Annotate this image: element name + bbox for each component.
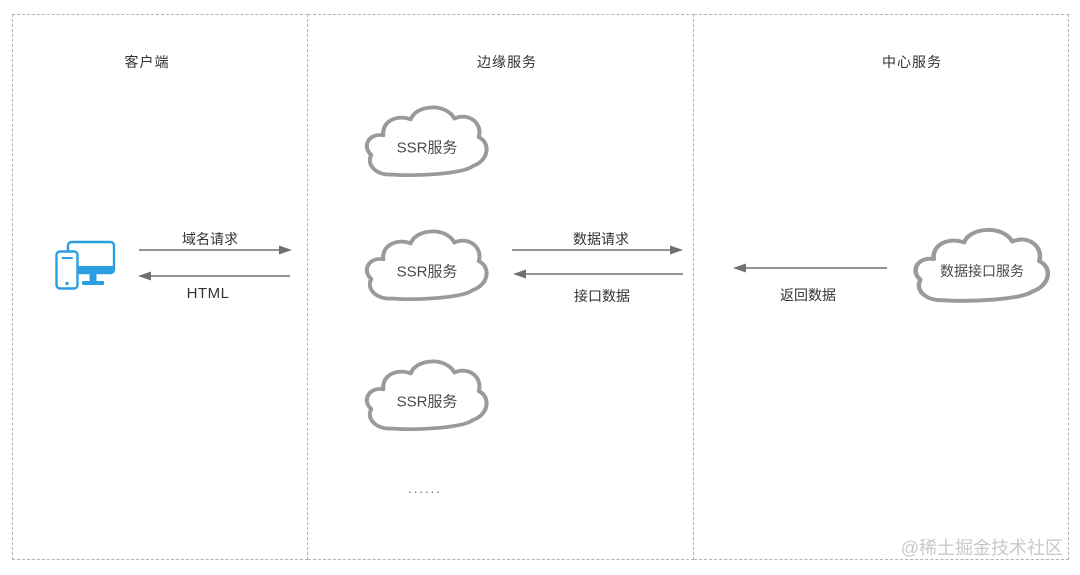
- cloud-label: SSR服务: [396, 263, 458, 281]
- cloud-icon: [364, 359, 489, 432]
- panel-center: [694, 14, 1069, 560]
- cloud-ssr-1: SSR服务: [360, 98, 494, 182]
- cloud-ssr-2: SSR服务: [360, 222, 494, 306]
- arrow-return-data: [733, 263, 887, 273]
- more-services-ellipsis: ......: [408, 481, 442, 496]
- cloud-ssr-3: SSR服务: [360, 352, 494, 436]
- client-devices-icon: [55, 240, 116, 290]
- panel-client: [12, 14, 308, 560]
- cloud-label: SSR服务: [396, 393, 458, 411]
- cloud-label: SSR服务: [396, 139, 458, 157]
- arrow-domain-request: [139, 245, 292, 255]
- panel-edge: [308, 14, 694, 560]
- flow-label-api-data: 接口数据: [574, 288, 630, 304]
- cloud-data-api: 数据接口服务: [908, 220, 1056, 308]
- arrow-api-data: [513, 269, 683, 279]
- cloud-label: 数据接口服务: [940, 263, 1024, 280]
- arrow-data-request: [512, 245, 683, 255]
- panel-title-client: 客户端: [124, 54, 170, 70]
- panel-title-center: 中心服务: [882, 54, 942, 70]
- flow-label-data-request: 数据请求: [573, 231, 629, 247]
- cloud-icon: [913, 227, 1050, 303]
- flow-label-html: HTML: [186, 285, 230, 302]
- watermark: @稀土掘金技术社区: [900, 538, 1063, 558]
- arrow-html-response: [138, 271, 290, 281]
- cloud-icon: [364, 229, 489, 302]
- panel-title-edge: 边缘服务: [477, 54, 537, 70]
- cloud-icon: [364, 105, 489, 178]
- flow-label-return-data: 返回数据: [780, 287, 836, 303]
- flow-label-domain-request: 域名请求: [182, 231, 238, 247]
